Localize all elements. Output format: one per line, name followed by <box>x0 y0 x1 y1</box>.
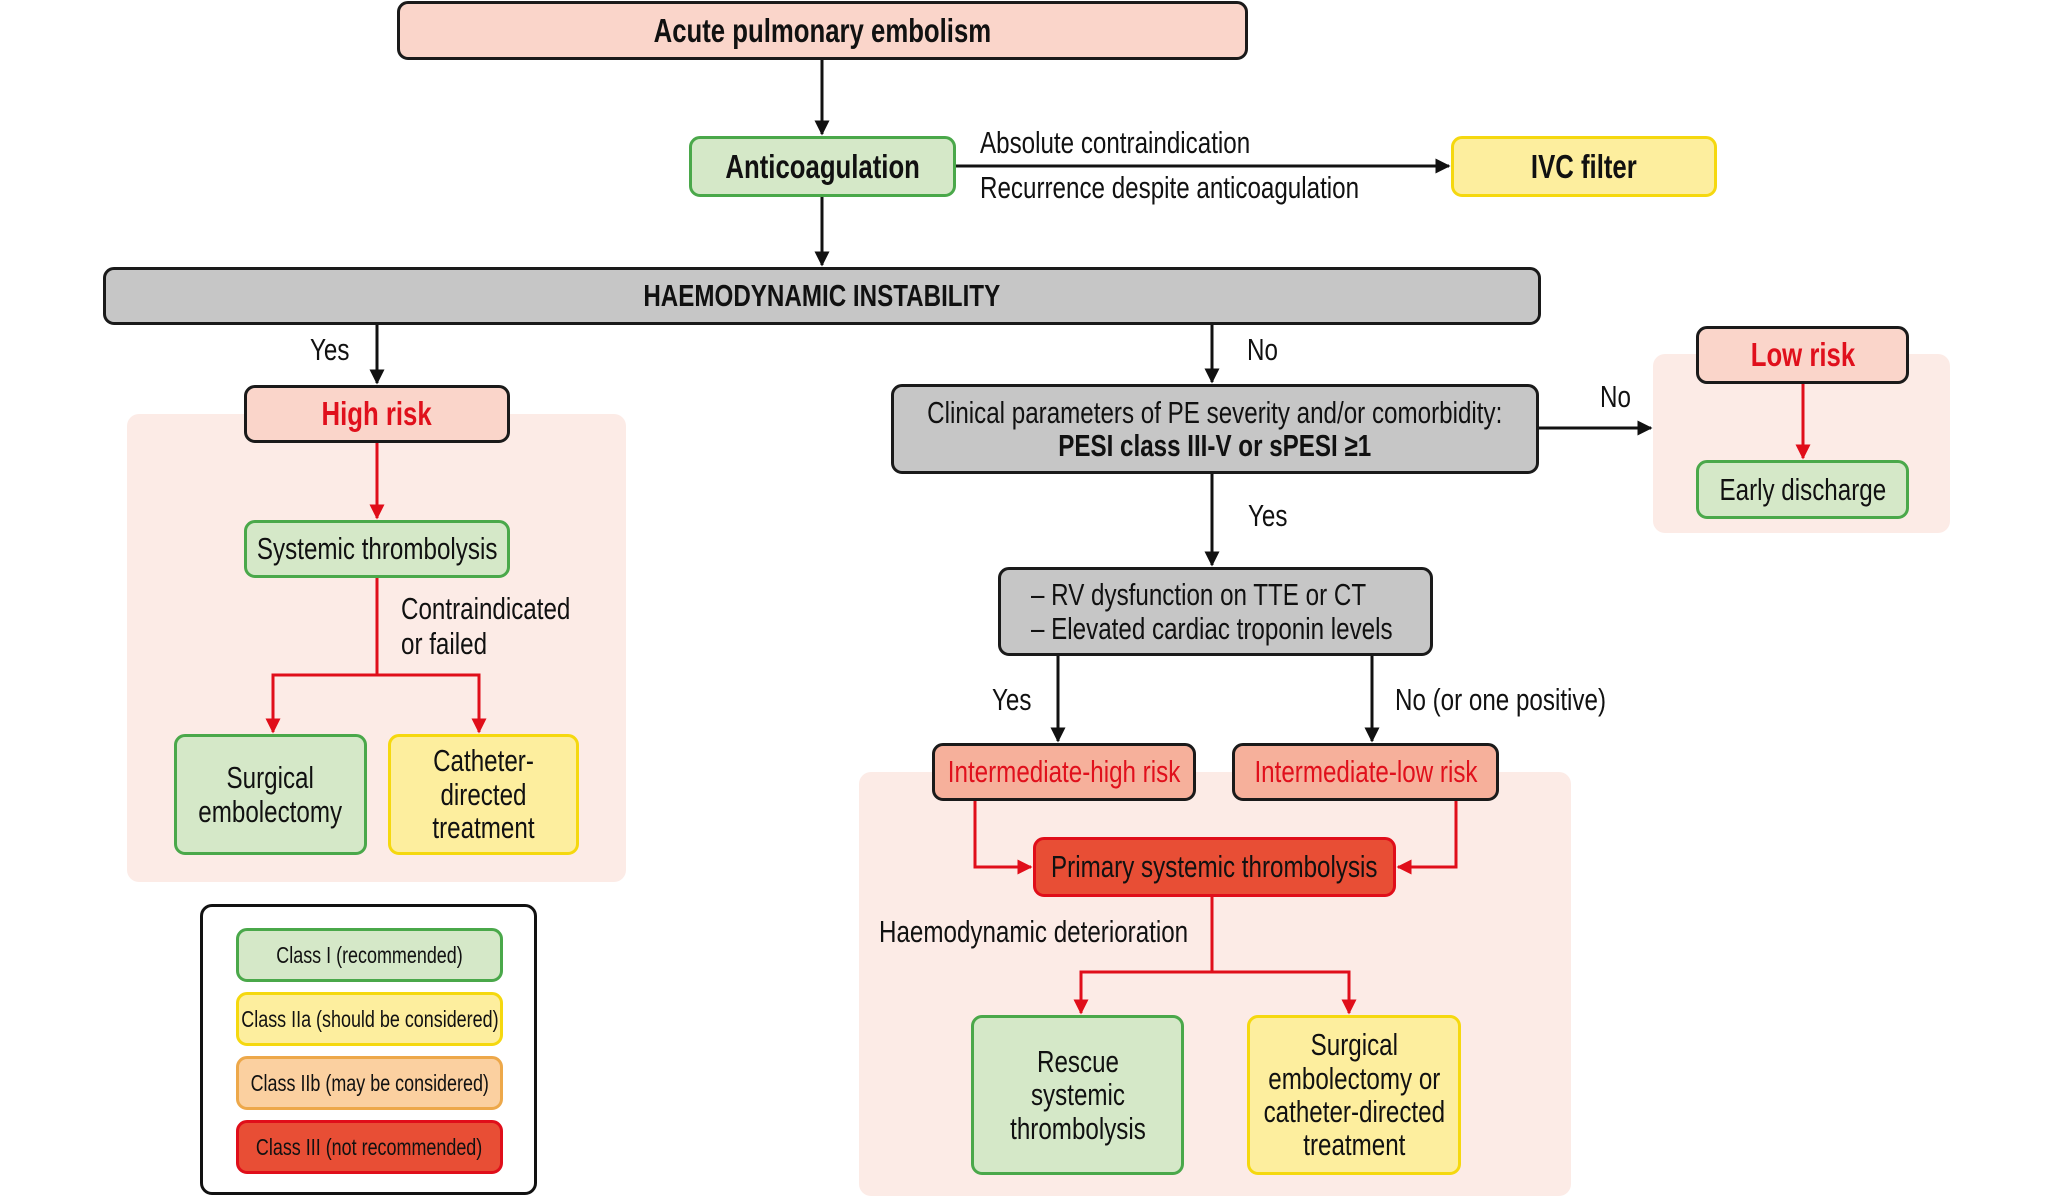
surgical-embolectomy-node: Surgical embolectomy <box>174 734 367 855</box>
legend: Class I (recommended) Class IIa (should … <box>200 904 537 1195</box>
ivc-condition-2: Recurrence despite anticoagulation <box>980 170 1360 205</box>
low-risk-label: Low risk <box>1750 336 1855 374</box>
arrow-inthigh-to-primary <box>973 800 1033 875</box>
rescue-line-3: thrombolysis <box>1009 1110 1146 1146</box>
clinical-parameters-node: Clinical parameters of PE severity and/o… <box>891 384 1539 474</box>
no-middle-label: No <box>1247 332 1278 367</box>
intermediate-low-label: Intermediate-low risk <box>1253 754 1478 790</box>
primary-thrombolysis-label: Primary systemic thrombolysis <box>1051 849 1378 885</box>
yes-intermediate-label: Yes <box>992 682 1032 717</box>
root-node: Acute pulmonary embolism <box>397 1 1248 60</box>
legend-class-2a: Class IIa (should be considered) <box>236 992 503 1046</box>
intermediate-high-node: Intermediate-high risk <box>932 743 1196 801</box>
yes-middle-label: Yes <box>1248 498 1288 533</box>
clinical-parameters-line-1: Clinical parameters of PE severity and/o… <box>927 394 1503 430</box>
early-discharge-label: Early discharge <box>1719 471 1886 507</box>
branch-thrombolysis-right <box>377 673 487 734</box>
surg-cath-line-3: catheter-directed <box>1263 1094 1445 1129</box>
arrow-intlow-to-primary <box>1396 800 1458 875</box>
high-risk-node: High risk <box>244 385 510 443</box>
haemodynamic-instability-node: HAEMODYNAMIC INSTABILITY <box>103 267 1541 325</box>
no-intermediate-label: No (or one positive) <box>1395 682 1607 717</box>
legend-class-2a-label: Class IIa (should be considered) <box>240 1005 499 1032</box>
systemic-thrombolysis-node: Systemic thrombolysis <box>244 520 510 578</box>
rescue-thrombolysis-node: Rescue systemic thrombolysis <box>971 1015 1184 1175</box>
catheter-directed-node: Catheter- directed treatment <box>388 734 579 855</box>
branch-thrombolysis <box>265 578 379 734</box>
rv-line-2: – Elevated cardiac troponin levels <box>1031 610 1393 646</box>
contraindicated-label-1: Contraindicated <box>401 591 571 626</box>
ivc-filter-node: IVC filter <box>1451 136 1717 197</box>
anticoagulation-label: Anticoagulation <box>725 147 920 185</box>
rv-line-1: – RV dysfunction on TTE or CT <box>1031 577 1367 613</box>
legend-class-2b-label: Class IIb (may be considered) <box>250 1069 489 1096</box>
deterioration-label: Haemodynamic deterioration <box>879 914 1189 949</box>
surg-cath-line-2: embolectomy or <box>1267 1060 1441 1096</box>
contraindicated-label-2: or failed <box>401 626 488 661</box>
surg-cath-line-1: Surgical <box>1310 1027 1398 1063</box>
rescue-line-2: systemic <box>1030 1077 1125 1113</box>
surgical-or-catheter-node: Surgical embolectomy or catheter-directe… <box>1247 1015 1461 1175</box>
catheter-line-1: Catheter- <box>433 743 534 779</box>
intermediate-low-node: Intermediate-low risk <box>1232 743 1499 801</box>
low-risk-node: Low risk <box>1696 326 1909 384</box>
anticoagulation-node: Anticoagulation <box>689 136 956 197</box>
clinical-parameters-line-2: PESI class III-V or sPESI ≥1 <box>1058 428 1372 463</box>
surgical-line-2: embolectomy <box>198 793 343 829</box>
legend-class-3-label: Class III (not recommended) <box>256 1133 483 1160</box>
legend-class-1: Class I (recommended) <box>236 928 503 982</box>
legend-class-2b: Class IIb (may be considered) <box>236 1056 503 1110</box>
branch-deterioration-right <box>1212 970 1357 1015</box>
high-risk-label: High risk <box>321 395 433 433</box>
rescue-line-1: Rescue <box>1036 1043 1119 1079</box>
no-right-label: No <box>1600 379 1631 414</box>
root-label: Acute pulmonary embolism <box>653 11 992 49</box>
surg-cath-line-4: treatment <box>1302 1127 1406 1163</box>
rv-dysfunction-node: – RV dysfunction on TTE or CT – Elevated… <box>998 567 1433 656</box>
catheter-line-2: directed <box>440 776 527 812</box>
yes-left-label: Yes <box>310 332 350 367</box>
haemodynamic-instability-label: HAEMODYNAMIC INSTABILITY <box>643 278 1001 314</box>
ivc-filter-label: IVC filter <box>1531 147 1637 185</box>
legend-class-1-label: Class I (recommended) <box>276 941 463 968</box>
branch-deterioration-left <box>1073 897 1214 1015</box>
primary-thrombolysis-node: Primary systemic thrombolysis <box>1033 837 1396 897</box>
legend-class-3: Class III (not recommended) <box>236 1120 503 1174</box>
early-discharge-node: Early discharge <box>1696 460 1909 519</box>
ivc-condition-1: Absolute contraindication <box>980 125 1251 160</box>
systemic-thrombolysis-label: Systemic thrombolysis <box>256 531 498 567</box>
catheter-line-3: treatment <box>432 810 535 846</box>
surgical-line-1: Surgical <box>226 760 315 796</box>
intermediate-high-label: Intermediate-high risk <box>947 754 1181 790</box>
